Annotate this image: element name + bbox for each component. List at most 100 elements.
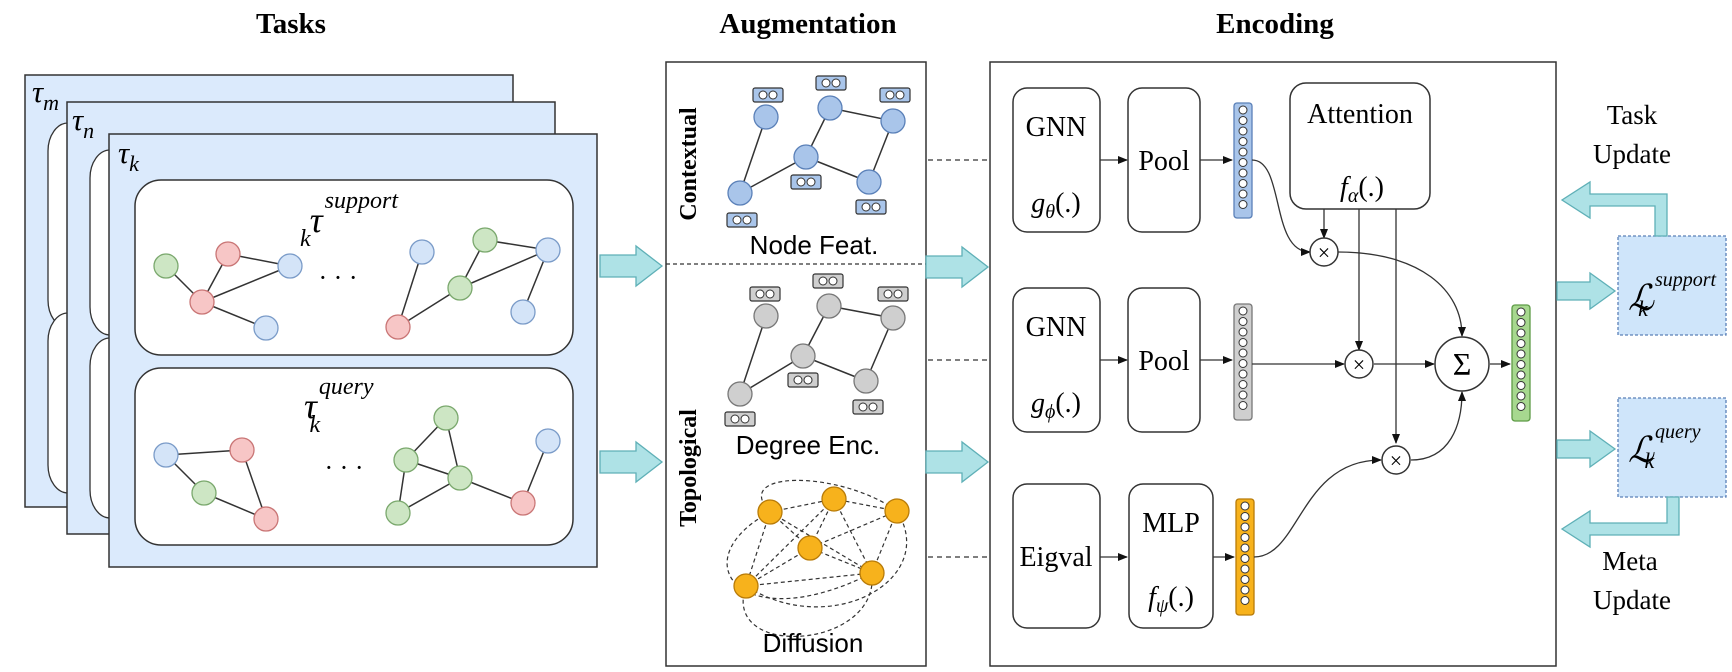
- final-embedding-vector: [1511, 304, 1531, 422]
- loss-support-arrow: [1556, 271, 1617, 311]
- embedding-vector-gray: [1233, 303, 1253, 421]
- node: [253, 506, 279, 532]
- meta-update-line2: Update: [1593, 585, 1671, 615]
- diffusion-node: [821, 486, 847, 512]
- feature-node: [856, 169, 882, 195]
- node: [535, 237, 561, 263]
- meta-update-arrow: [1560, 496, 1680, 549]
- loss-support-box: [1617, 235, 1727, 336]
- degree-node: [727, 381, 753, 407]
- tau-m-label: τm: [32, 74, 59, 115]
- node: [215, 241, 241, 267]
- gnn-theta-label: GNN: [1026, 112, 1087, 143]
- mlp-label: MLP: [1142, 508, 1200, 539]
- feature-node: [753, 104, 779, 130]
- augmentation-panel: Contextual Topological Node Feat.: [665, 61, 927, 667]
- degree-vectors: [724, 273, 909, 427]
- diffusion-label: Diffusion: [763, 628, 864, 658]
- node: [385, 314, 411, 340]
- node: [153, 442, 179, 468]
- svg-text:×: ×: [1390, 448, 1402, 473]
- task-to-augment-arrow: [599, 244, 664, 288]
- topological-label: Topological: [676, 409, 702, 527]
- node: [510, 299, 536, 325]
- mlp-fn: fψ(.): [1148, 582, 1194, 617]
- gnn-theta-fn: gθ(.): [1031, 188, 1080, 223]
- loss-query-arrow: [1556, 429, 1617, 469]
- feature-node: [880, 108, 906, 134]
- attention-fn: fα(.): [1340, 172, 1384, 207]
- attention-box: [1289, 82, 1431, 210]
- augment-to-encode-arrow: [925, 440, 990, 484]
- task-update-line2: Update: [1593, 139, 1671, 169]
- meta-update-line1: Meta: [1602, 546, 1657, 576]
- attention-label: Attention: [1307, 99, 1413, 130]
- feature-node: [817, 95, 843, 121]
- degree-node: [790, 343, 816, 369]
- node: [433, 405, 459, 431]
- query-ellipsis: · · ·: [325, 453, 364, 482]
- node: [385, 500, 411, 526]
- embedding-vector-orange: [1235, 498, 1255, 616]
- node: [253, 315, 279, 341]
- multiply-node: ×: [1309, 237, 1339, 267]
- support-ellipsis: · · ·: [319, 263, 358, 292]
- eigval-box: [1012, 483, 1101, 629]
- feature-vectors: [726, 75, 911, 228]
- section-title-tasks: Tasks: [256, 8, 326, 40]
- mlp-box: [1128, 483, 1214, 629]
- feature-node: [793, 144, 819, 170]
- node: [277, 253, 303, 279]
- loss-query-box: [1617, 397, 1727, 498]
- gnn-phi-fn: gϕ(.): [1031, 388, 1081, 423]
- augment-to-encode-arrow: [925, 245, 990, 289]
- node: [191, 480, 217, 506]
- tau-k-label: τk: [118, 135, 140, 176]
- sum-node: Σ: [1434, 336, 1490, 392]
- encoding-panel: GNN gθ(.) Pool Attention fα(.) GNN gϕ(.)…: [989, 61, 1557, 667]
- svg-text:×: ×: [1353, 352, 1365, 377]
- node: [409, 239, 435, 265]
- pool-1-label: Pool: [1138, 146, 1190, 177]
- node: [393, 447, 419, 473]
- degree-node: [853, 368, 879, 394]
- tau-n-label: τn: [72, 102, 94, 143]
- pool-2-label: Pool: [1138, 346, 1190, 377]
- diffusion-node: [797, 535, 823, 561]
- node: [153, 253, 179, 279]
- multiply-node: ×: [1381, 445, 1411, 475]
- query-set-box: [134, 367, 574, 546]
- node: [510, 490, 536, 516]
- diffusion-node: [757, 499, 783, 525]
- section-title-augmentation: Augmentation: [719, 8, 896, 40]
- node: [447, 465, 473, 491]
- embedding-vector-blue: [1233, 102, 1253, 219]
- multiply-node: ×: [1344, 349, 1374, 379]
- diffusion-node: [884, 498, 910, 524]
- gnn-phi-label: GNN: [1026, 312, 1087, 343]
- degree-node: [816, 293, 842, 319]
- task-update-arrow: [1560, 180, 1668, 237]
- task-to-augment-arrow: [599, 440, 664, 484]
- svg-text:×: ×: [1318, 240, 1330, 265]
- support-set-box: [134, 179, 574, 356]
- degree-node: [880, 305, 906, 331]
- node: [472, 227, 498, 253]
- diffusion-node: [859, 560, 885, 586]
- contextual-label: Contextual: [676, 107, 702, 221]
- section-title-encoding: Encoding: [1216, 8, 1334, 40]
- degree-enc-label: Degree Enc.: [736, 430, 881, 460]
- node: [229, 437, 255, 463]
- node: [535, 428, 561, 454]
- svg-text:Σ: Σ: [1453, 346, 1472, 382]
- task-update-line1: Task: [1607, 100, 1658, 130]
- diffusion-node: [733, 573, 759, 599]
- eigval-label: Eigval: [1019, 542, 1092, 573]
